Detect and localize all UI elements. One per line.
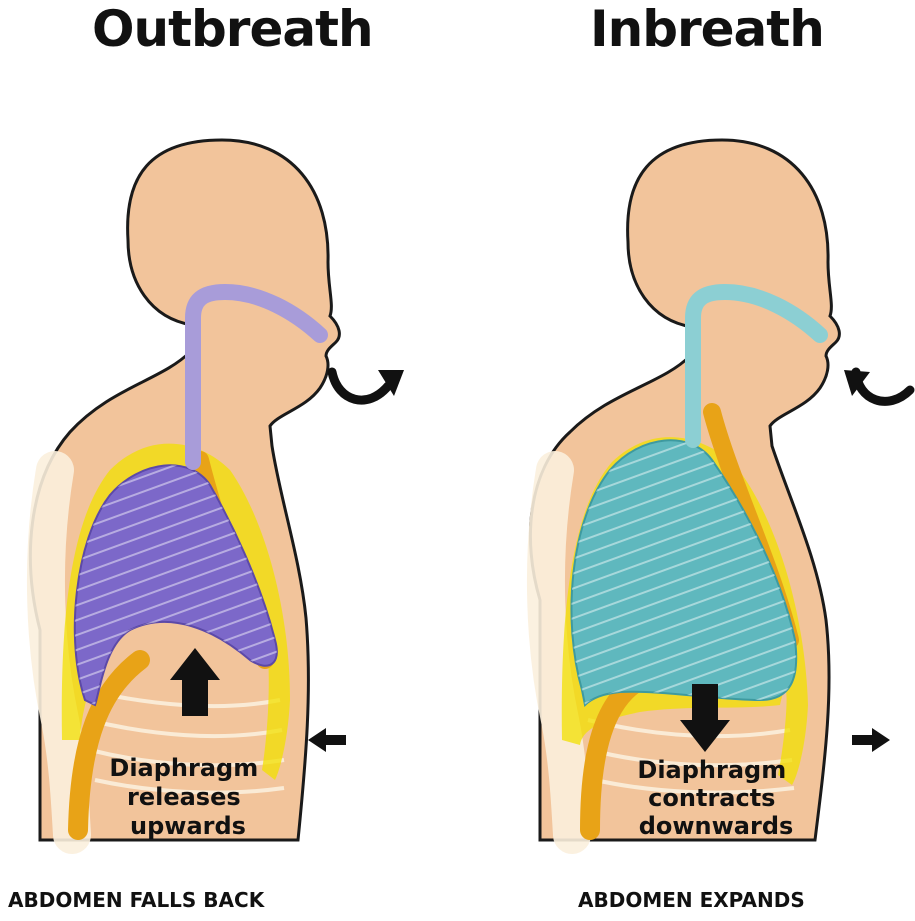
abdomen-out-arrow [852,728,890,752]
inbreath-figure: Diaphragm contracts downwards [530,140,910,840]
abdomen-in-arrow [308,728,346,752]
exhale-arrow-icon [332,370,404,400]
outbreath-caption: ABDOMEN FALLS BACK [8,888,264,912]
diaphragm-note: Diaphragm contracts downwards [637,756,794,840]
inbreath-caption: ABDOMEN EXPANDS [578,888,805,912]
inhale-arrow-icon [844,370,910,401]
outbreath-figure: Diaphragm releases upwards [30,140,404,840]
diaphragm-note: Diaphragm releases upwards [109,754,266,840]
